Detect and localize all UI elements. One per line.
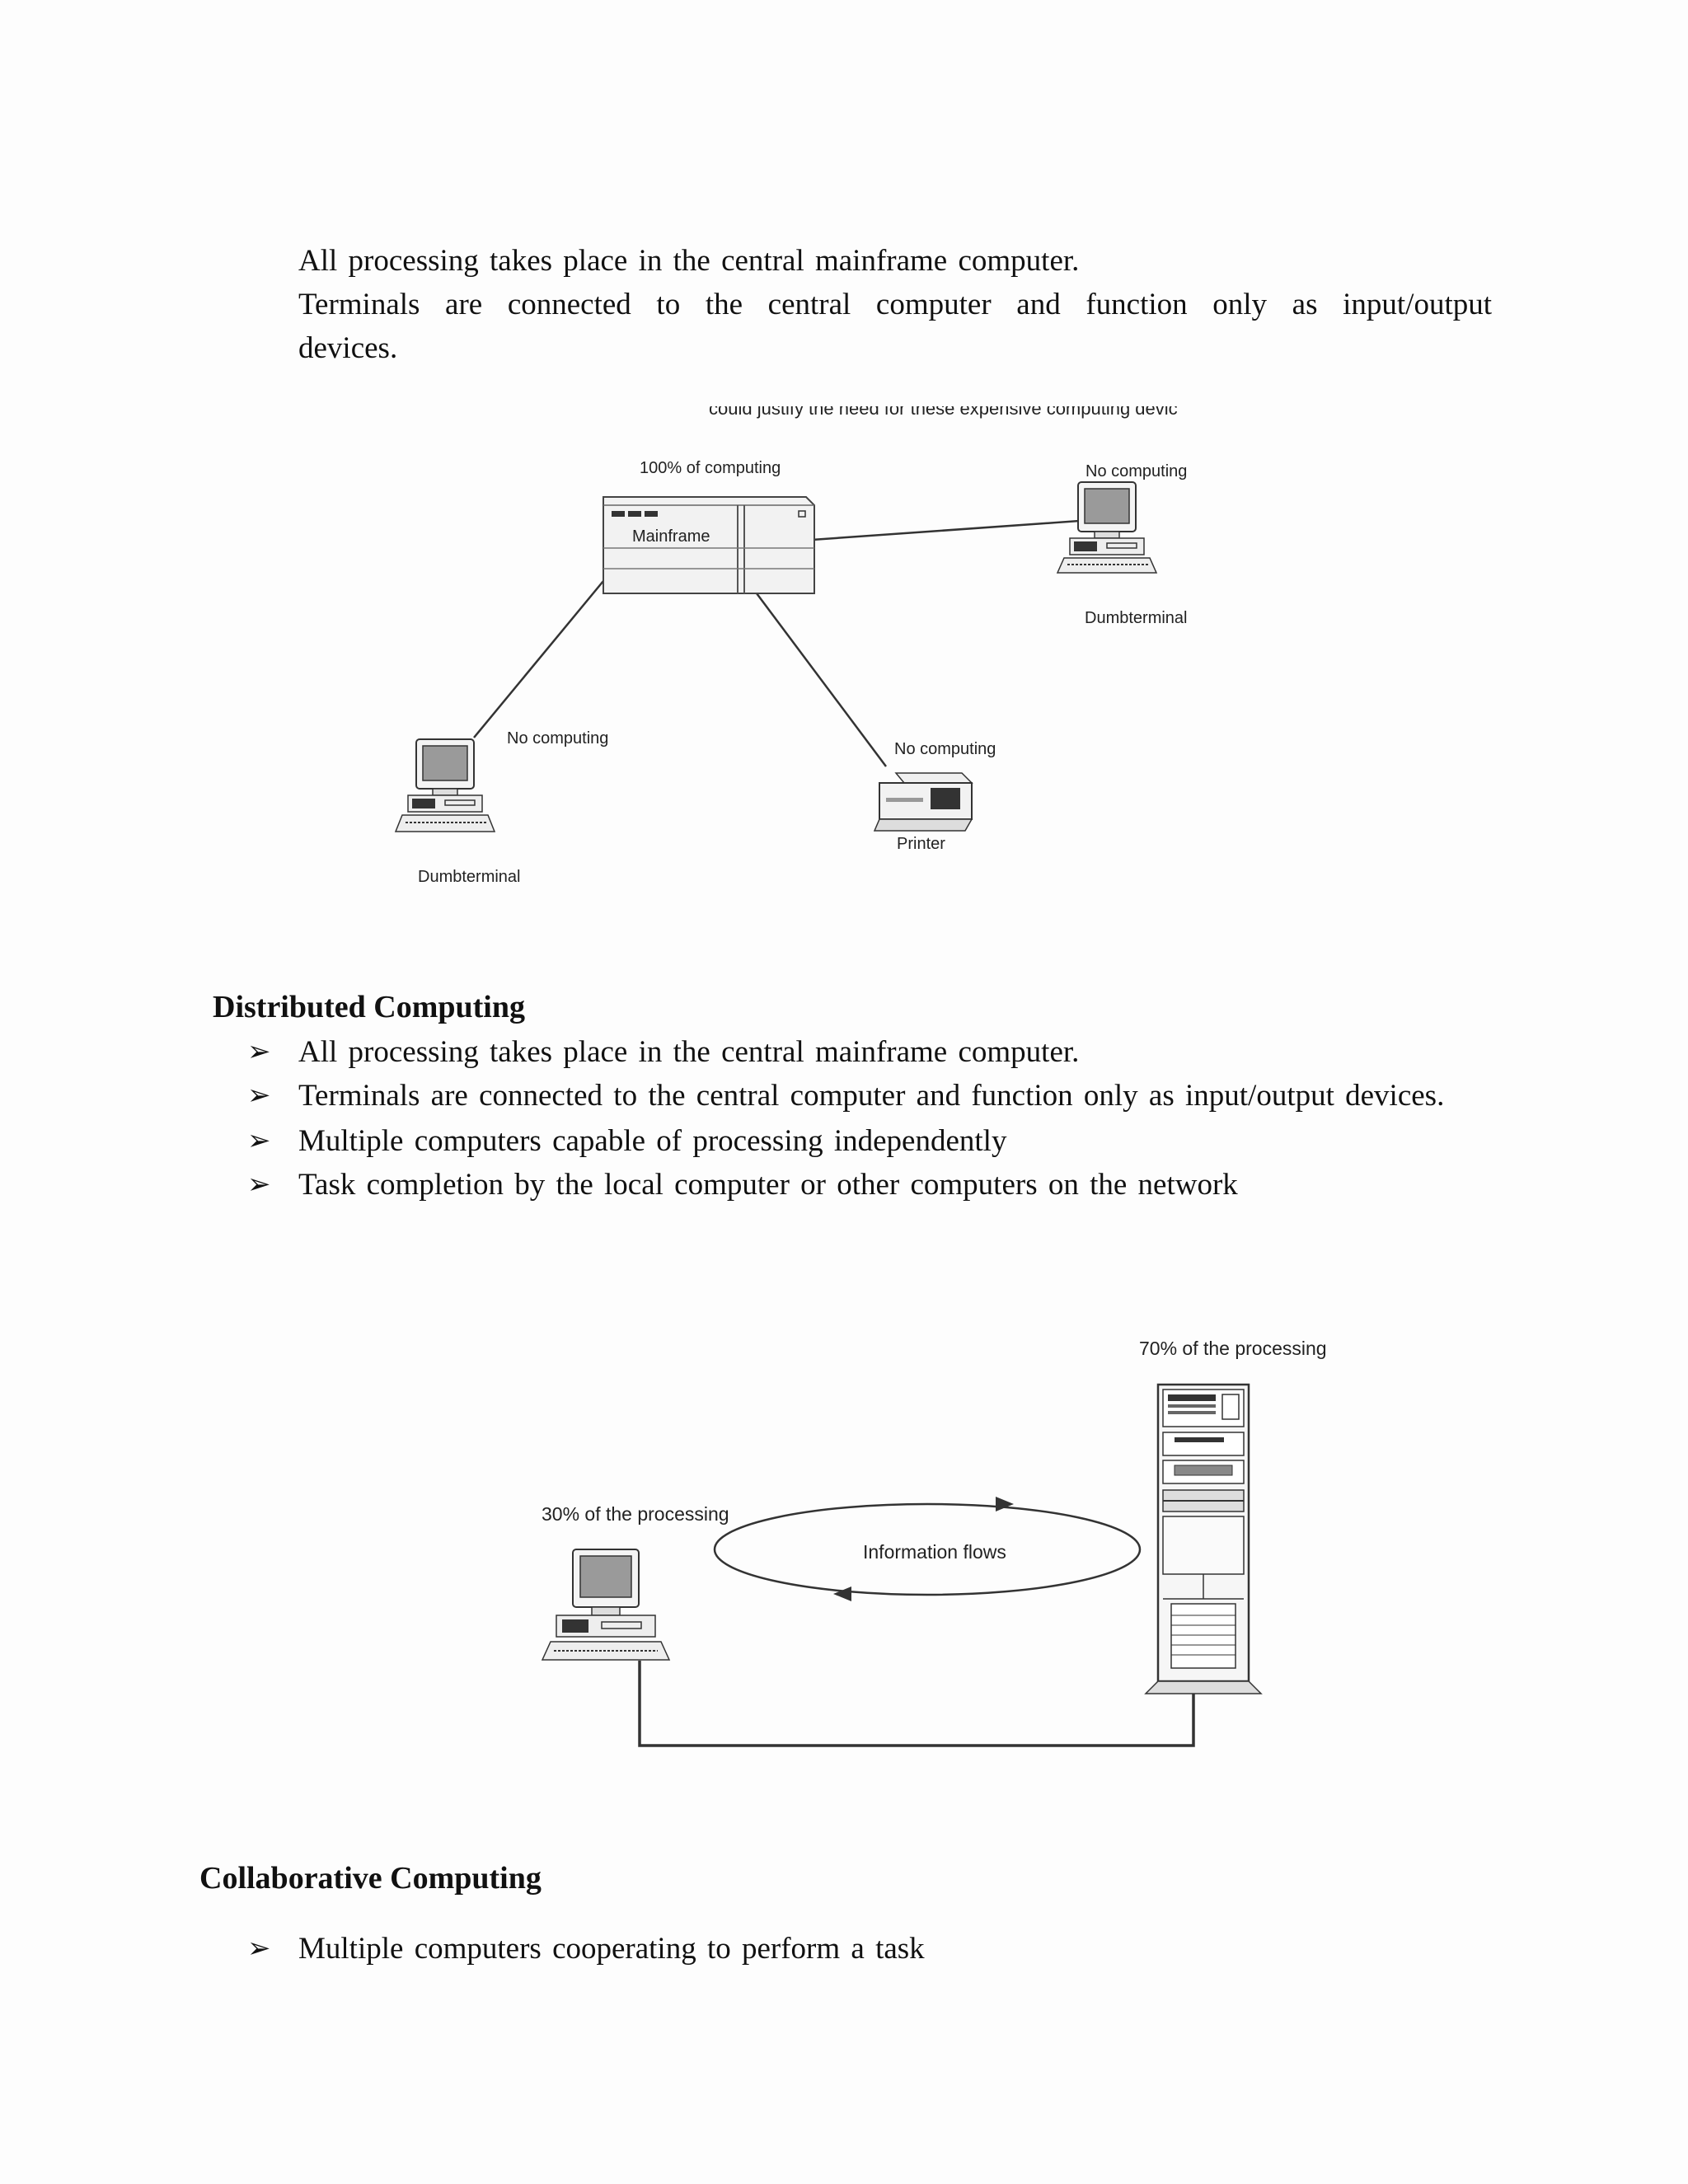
flow-arrow-left-icon [833,1586,851,1601]
intro-line-1: All processing takes place in the centra… [298,239,1493,283]
link-mainframe-terminal-left [474,581,603,738]
printer-icon [874,773,972,831]
list-item: ➢ Multiple computers cooperating to perfo… [247,1927,1492,1971]
arrow-bullet-icon: ➢ [247,1927,271,1971]
arrow-bullet-icon: ➢ [247,1030,271,1074]
client-computer-icon [542,1549,669,1660]
distributed-computing-diagram: 70% of the processing 30% of the process… [412,1298,1360,1760]
collaborative-bullet-list: ➢ Multiple computers cooperating to perfo… [247,1927,1492,1971]
arrow-bullet-icon: ➢ [247,1119,271,1163]
network-cable [640,1661,1193,1746]
bullet-text: Task completion by the local computer or… [298,1168,1238,1202]
link-mainframe-printer [757,593,886,766]
diagram-cutoff-caption: could justify the need for these expensi… [709,400,1178,419]
intro-line-2: Terminals are connected to the central c… [298,283,1492,326]
distributed-bullet-list: ➢ All processing takes place in the centr… [247,1030,1492,1207]
list-item: ➢ All processing takes place in the centr… [247,1030,1492,1074]
client-caption: 30% of the processing [542,1503,729,1525]
printer-caption: No computing [894,740,996,758]
list-item: ➢ Multiple computers capable of processin… [247,1119,1492,1163]
server-tower-icon [1146,1385,1261,1694]
bullet-text: Multiple computers capable of processing… [298,1124,1006,1158]
arrow-bullet-icon: ➢ [247,1163,271,1207]
intro-line-3: devices. [298,326,793,370]
bullet-text: All processing takes place in the centra… [298,1035,1079,1069]
mainframe-caption: 100% of computing [640,459,781,477]
flow-arrow-right-icon [996,1497,1014,1511]
bullet-text: Terminals are connected to the central c… [298,1079,1444,1113]
distributed-heading: Distributed Computing [213,986,525,1029]
server-caption: 70% of the processing [1139,1338,1327,1359]
terminal-left-icon [396,739,495,832]
link-mainframe-terminal-right [812,519,1103,540]
printer-label: Printer [897,835,945,853]
terminal-left-label: Dumbterminal [418,868,520,886]
information-flows-label: Information flows [863,1541,1006,1563]
terminal-left-caption: No computing [507,729,608,748]
terminal-right-icon [1057,482,1156,573]
centralized-computing-diagram: could justify the need for these expensi… [387,400,1376,902]
mainframe-label: Mainframe [632,527,710,546]
bullet-text: Multiple computers cooperating to perfor… [298,1932,925,1966]
list-item: ➢ Task completion by the local computer o… [247,1163,1492,1207]
terminal-right-label: Dumbterminal [1085,609,1187,627]
list-item: ➢ Terminals are connected to the central … [247,1074,1492,1118]
arrow-bullet-icon: ➢ [247,1074,271,1118]
terminal-right-caption: No computing [1085,462,1187,480]
collaborative-heading: Collaborative Computing [199,1857,542,1900]
